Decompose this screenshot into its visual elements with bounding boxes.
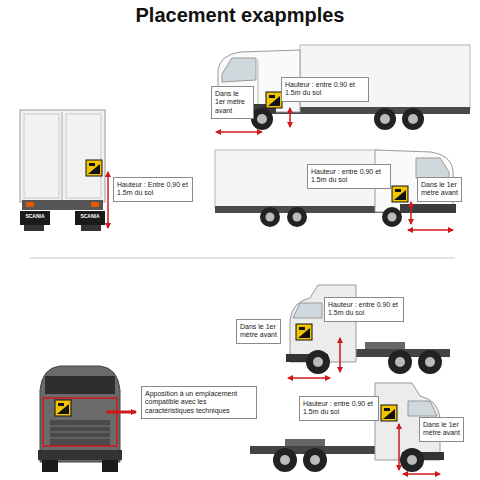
callout-text: Hauteur : entre 0.90 et 1.5m du sol [303,400,375,417]
brand-label: SCANIA [25,213,44,219]
tractor-front-view [38,366,136,472]
callout-box: Apposition à un emplacement compatible a… [141,386,257,419]
truck-rear-view [20,110,108,231]
divider [30,258,455,259]
page-title: Placement exapmples [0,4,480,27]
callout-text: Dans le 1er mètre avant [215,90,250,115]
callout-text: Dans le 1er mètre avant [240,323,277,340]
brand-label: SCANIA [80,213,99,219]
callout-box: Hauteur : entre 0.90 et 1.5m du sol [299,396,379,421]
tractor-right [250,383,444,474]
tractor-left [286,285,450,378]
callout-text: Dans le 1er mètre avant [423,421,460,438]
callout-text: Apposition à un emplacement compatible a… [145,390,253,415]
callout-text: Hauteur : entre 0.90 et 1.5m du sol [285,81,365,98]
callout-box: Dans le 1er mètre avant [417,177,462,202]
callout-box: Dans le 1er mètre avant [419,417,464,442]
callout-text: Hauteur : entre 0.90 et 1.5m du sol [311,168,387,185]
callout-text: Hauteur : entre 0.90 et 1.5m du sol [328,301,400,318]
callout-box: Dans le 1er mètre avant [211,86,254,119]
callout-box: Hauteur : entre 0.90 et 1.5m du sol [307,164,391,189]
callout-text: Dans le 1er mètre avant [421,181,458,198]
callout-text: Hauteur : Entre 0,90 et 1.5m du sol [117,181,189,198]
callout-box: Hauteur : Entre 0,90 et 1.5m du sol [113,177,193,202]
callout-box: Dans le 1er mètre avant [236,319,281,344]
callout-box: Hauteur : entre 0.90 et 1.5m du sol [281,77,369,102]
callout-box: Hauteur : entre 0.90 et 1.5m du sol [324,297,404,322]
